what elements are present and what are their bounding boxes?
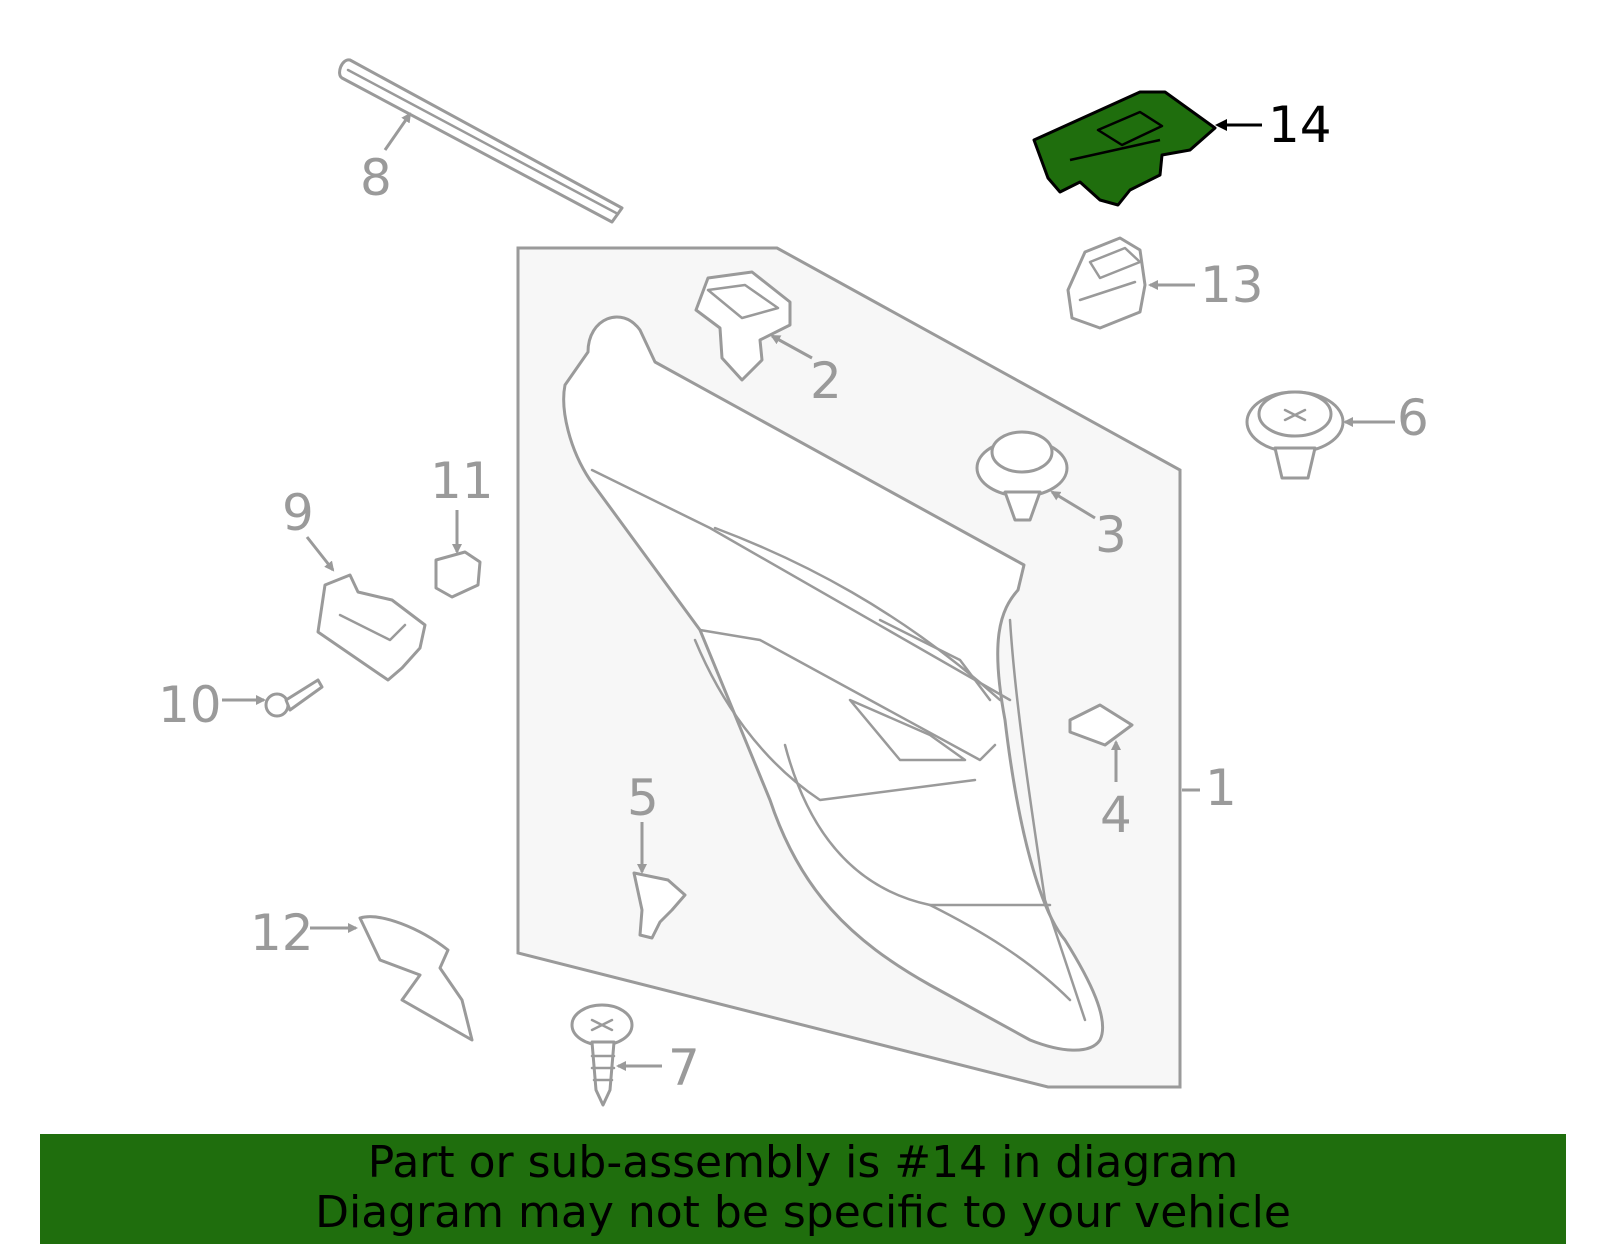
leader-2	[770, 334, 813, 360]
part-2-clip	[694, 270, 792, 382]
part-4-clip	[1068, 703, 1134, 747]
callout-13: 13	[1200, 256, 1264, 314]
part-14-switch-bezel	[1032, 90, 1217, 207]
callout-1: 1	[1205, 759, 1237, 817]
door-trim-panel	[562, 315, 1105, 1052]
callout-3: 3	[1095, 506, 1127, 564]
callout-5: 5	[627, 769, 659, 827]
banner-line-1: Part or sub-assembly is #14 in diagram	[367, 1137, 1239, 1188]
callout-6: 6	[1397, 389, 1429, 447]
part-7-screw	[570, 1003, 634, 1107]
part-10-screw	[264, 678, 324, 718]
part-3-push-pin	[975, 430, 1069, 522]
callout-14: 14	[1268, 96, 1332, 154]
leader-3	[1050, 490, 1096, 520]
callout-8: 8	[360, 149, 392, 207]
callout-10: 10	[158, 676, 222, 734]
callout-11: 11	[430, 452, 494, 510]
callout-12: 12	[250, 904, 314, 962]
callout-2: 2	[810, 352, 842, 410]
part-11-clip	[434, 550, 482, 599]
leader-8	[383, 112, 412, 151]
part-12-trim	[358, 915, 474, 1042]
info-banner: Part or sub-assembly is #14 in diagram D…	[40, 1134, 1566, 1244]
part-6-push-pin	[1245, 390, 1345, 480]
banner-line-2: Diagram may not be specific to your vehi…	[315, 1187, 1291, 1238]
callout-4: 4	[1100, 786, 1132, 844]
callout-9: 9	[282, 484, 314, 542]
part-8-weatherstrip	[338, 58, 624, 224]
callout-7: 7	[668, 1039, 700, 1097]
part-5-clip	[632, 871, 687, 940]
leader-9	[305, 536, 335, 572]
part-13-switch	[1066, 236, 1147, 330]
part-9-bracket	[316, 573, 427, 682]
